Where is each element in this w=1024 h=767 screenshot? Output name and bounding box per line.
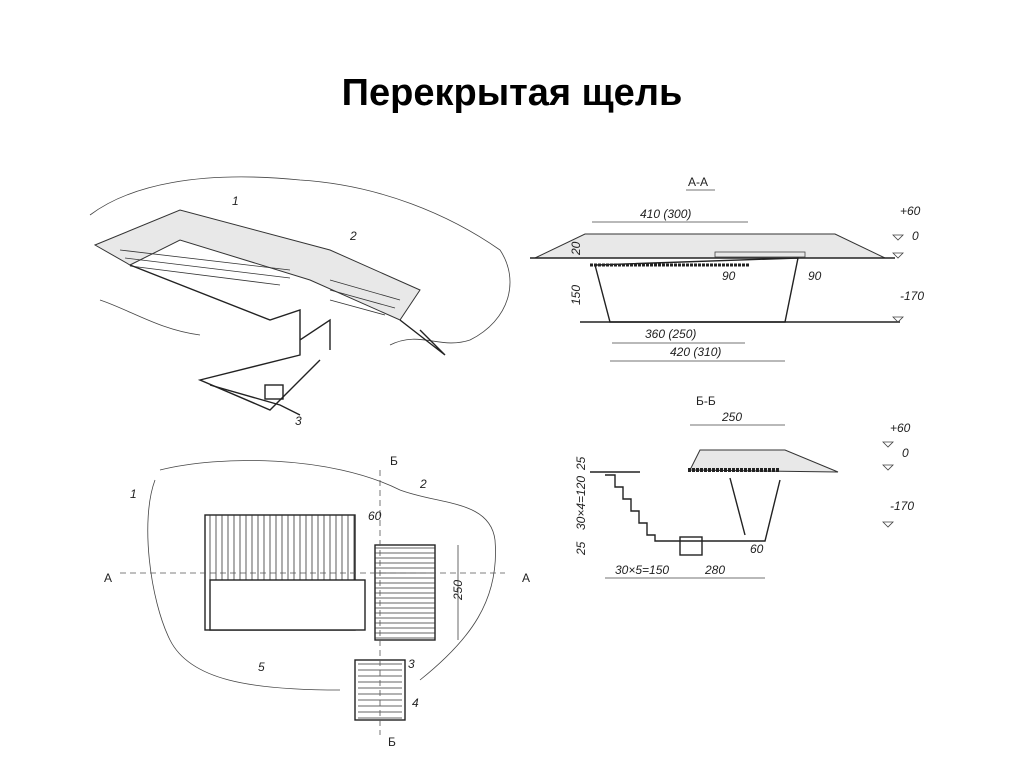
section-bb-steps: [605, 474, 781, 542]
plan-label-1: 1: [130, 487, 137, 501]
section-aa-trench: [594, 257, 799, 323]
perspective-ground-outline: [89, 176, 511, 346]
perspective-label-3: 3: [295, 414, 302, 428]
section-bb-title: Б-Б: [696, 394, 716, 408]
section-bb-bottom-step: 25: [574, 541, 588, 556]
section-bb-cover: [689, 449, 839, 473]
section-bb: Б-Б 250 25 30×4=120 25 30×5=150 280 60 +…: [574, 394, 914, 579]
plan-label-3: 3: [408, 657, 415, 671]
section-aa-overlap-right: 90: [808, 269, 822, 283]
perspective-label-2: 2: [349, 229, 357, 243]
plan-view: Б Б А А 1 2 3 4 5 60 250: [104, 454, 530, 749]
section-bb-level-zero: 0: [902, 446, 909, 460]
section-bb-steps-length: 30×5=150: [615, 563, 669, 577]
section-bb-cover-width: 250: [721, 410, 742, 424]
section-aa-cover-height: 20: [569, 241, 583, 256]
plan-cover-side: [374, 544, 436, 641]
section-bb-top-step: 25: [574, 456, 588, 471]
plan-label-4: 4: [412, 696, 419, 710]
plan-label-2: 2: [419, 477, 427, 491]
section-aa: А-А 410 (300) 20 150 90 90 360 (250) 420…: [530, 175, 924, 362]
section-aa-level-top: +60: [900, 204, 921, 218]
section-bb-level-top: +60: [890, 421, 911, 435]
plan-label-5: 5: [258, 660, 265, 674]
section-aa-title: А-А: [688, 175, 708, 189]
section-aa-bottom-width: 360 (250): [645, 327, 696, 341]
plan-dim-60: 60: [368, 509, 382, 523]
section-aa-top-width: 420 (310): [670, 345, 721, 359]
plan-cut-b-bottom: Б: [388, 735, 396, 749]
section-bb-level-bottom: -170: [890, 499, 914, 513]
plan-ground-outline: [147, 460, 496, 691]
section-aa-level-zero: 0: [912, 229, 919, 243]
section-aa-cover: [534, 233, 886, 259]
section-aa-width-top: 410 (300): [640, 207, 691, 221]
section-aa-overlap-left: 90: [722, 269, 736, 283]
plan-cut-a-left: А: [104, 571, 112, 585]
plan-cut-b-top: Б: [390, 454, 398, 468]
section-aa-depth: 150: [569, 285, 583, 305]
perspective-view: 1 2 3: [89, 176, 511, 428]
slide-title: Перекрытая щель: [341, 72, 683, 114]
perspective-cover: [93, 209, 421, 321]
plan-cut-a-right: А: [522, 571, 530, 585]
section-bb-bottom-length: 280: [704, 563, 725, 577]
section-aa-level-bottom: -170: [900, 289, 924, 303]
perspective-label-1: 1: [232, 194, 239, 208]
section-bb-steps-height: 30×4=120: [574, 476, 588, 530]
section-bb-overlap: 60: [750, 542, 764, 556]
